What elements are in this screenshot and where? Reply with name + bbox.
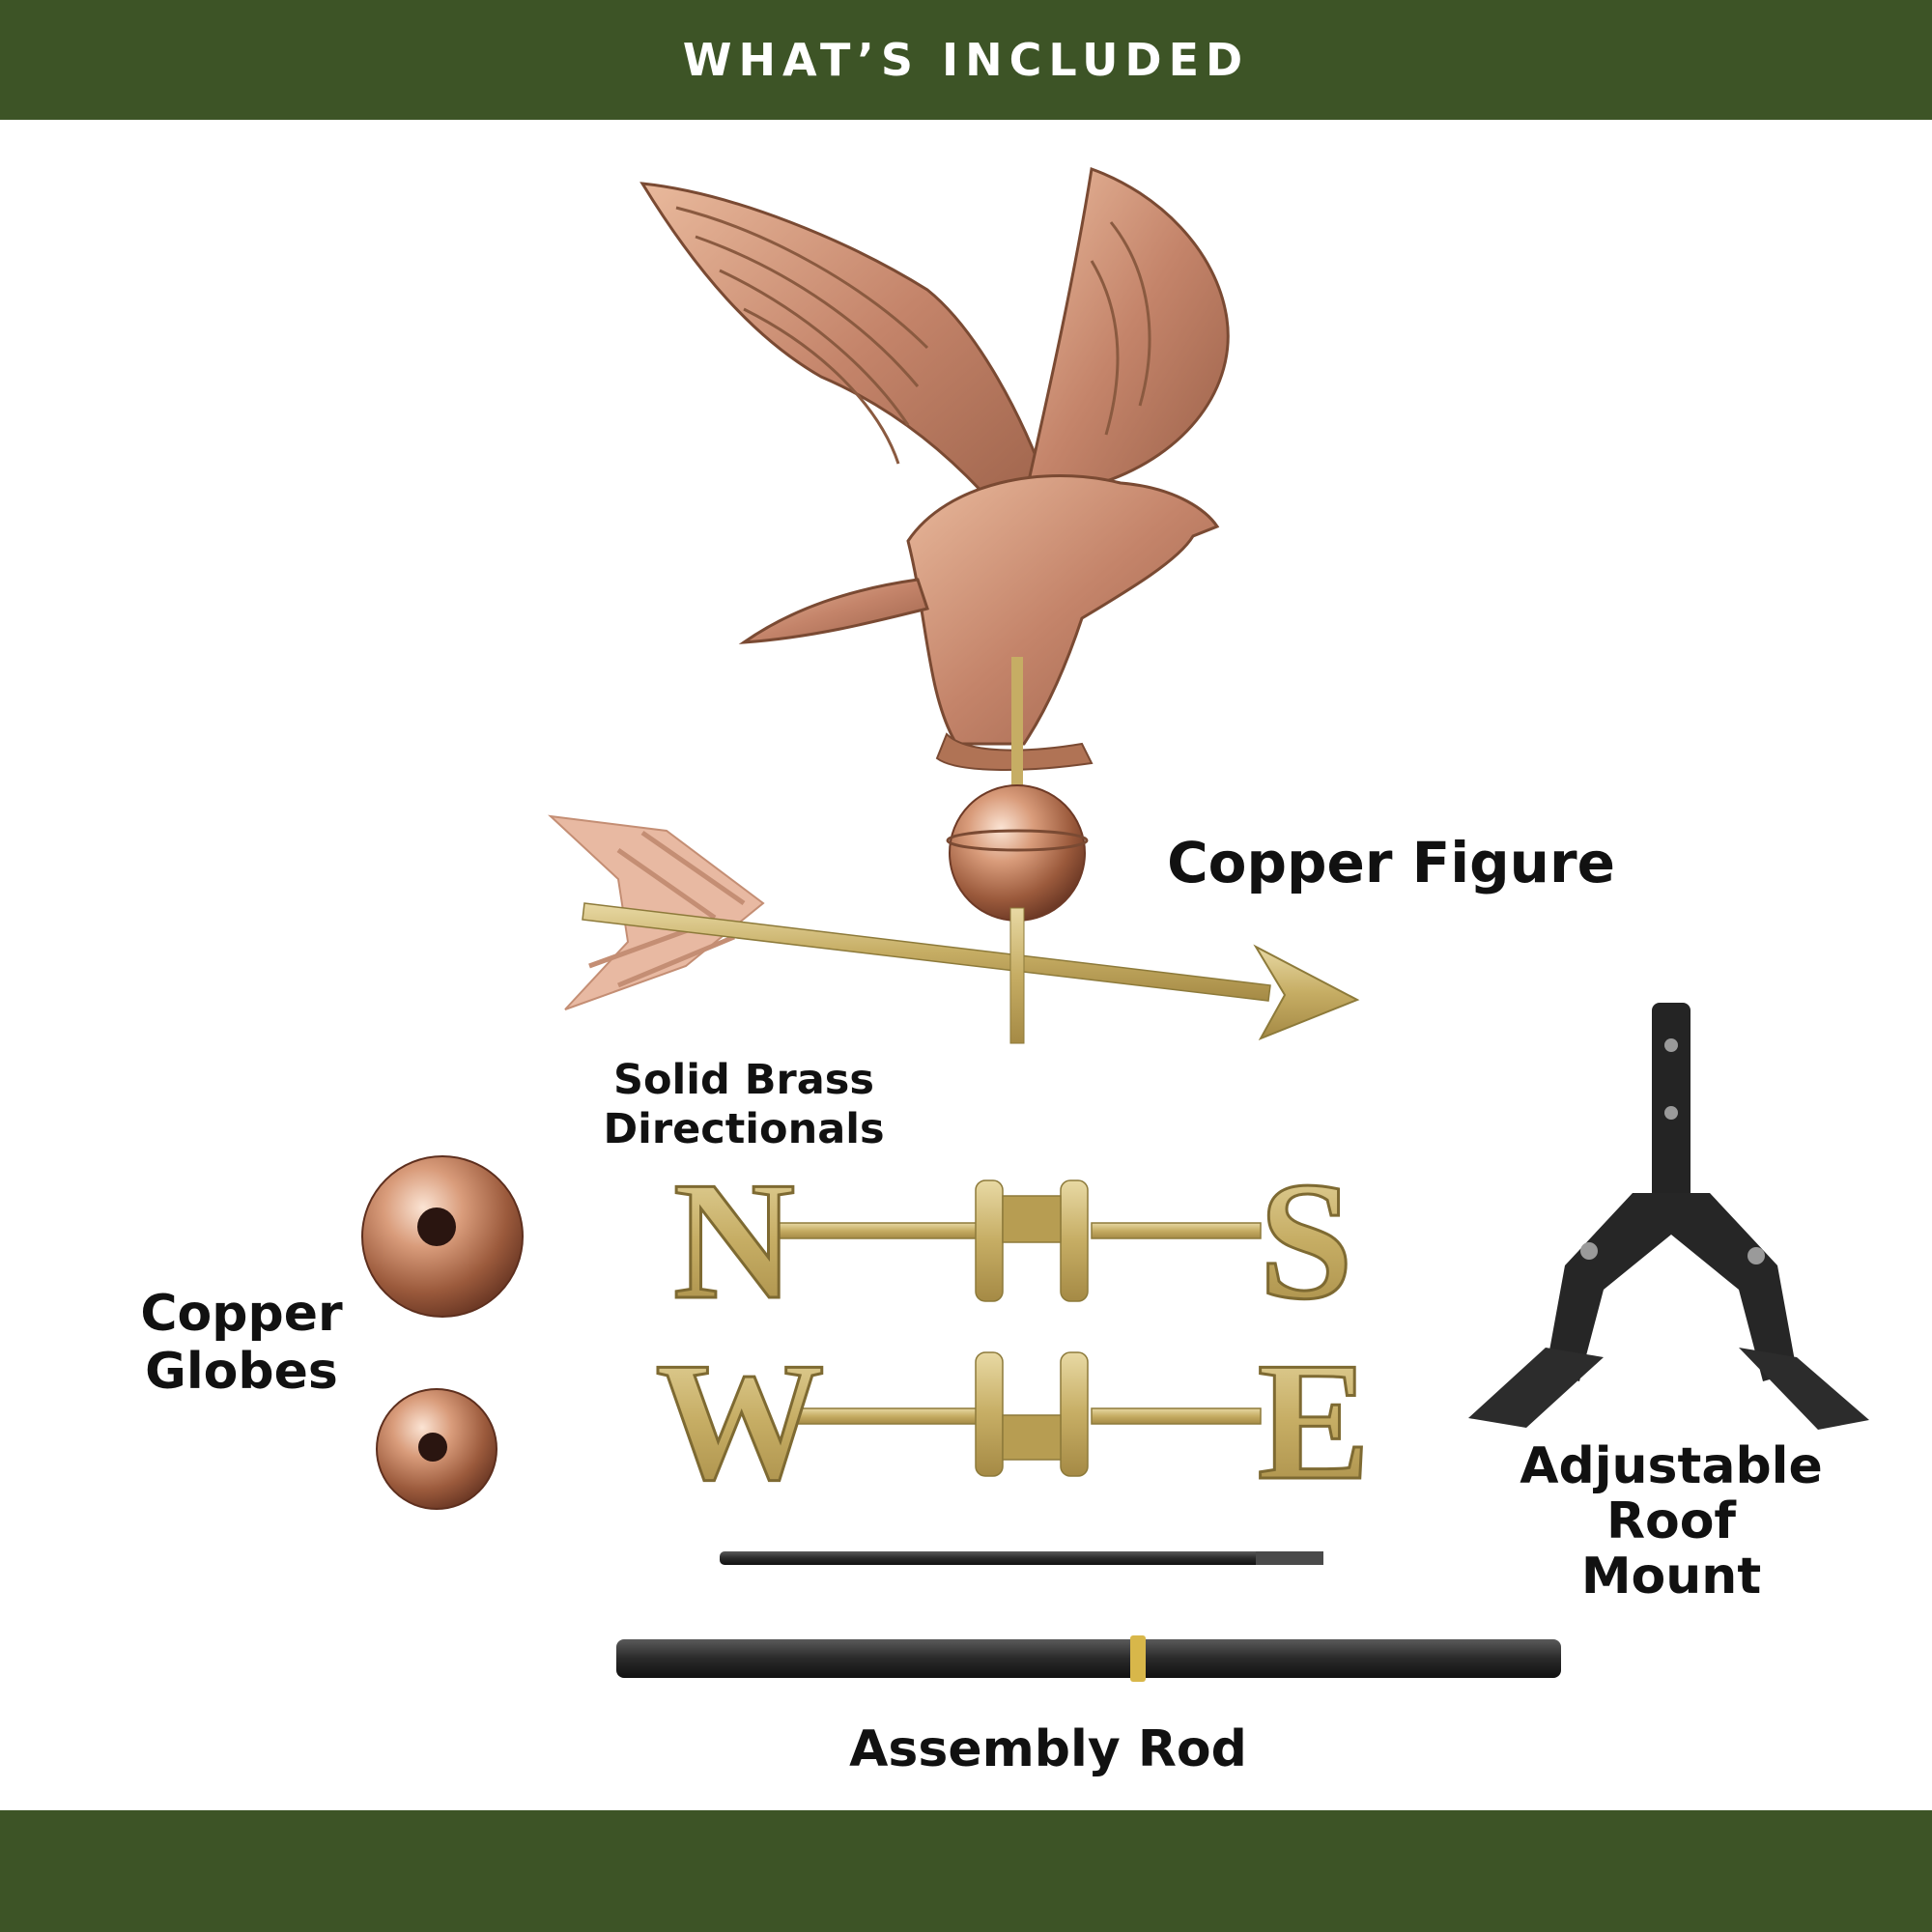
- letter-north: N: [673, 1147, 795, 1334]
- label-solid-brass-directionals: Solid Brass Directionals: [580, 1056, 908, 1153]
- label-assembly-rod: Assembly Rod: [849, 1720, 1247, 1778]
- letter-south: S: [1259, 1147, 1352, 1334]
- copper-ball-vane: [946, 784, 1089, 922]
- copper-globe-small: [376, 1388, 497, 1510]
- letter-east: E: [1258, 1327, 1371, 1515]
- copper-eagle-figure: [639, 166, 1230, 811]
- label-copper-figure: Copper Figure: [1167, 830, 1615, 895]
- label-solid-brass-line2: Directionals: [603, 1104, 885, 1153]
- assembly-rod-short: [720, 1551, 1323, 1565]
- header-title: WHAT’S INCLUDED: [682, 34, 1250, 86]
- copper-arrow: [548, 814, 1360, 1044]
- label-roof-mount-line3: Mount: [1580, 1548, 1762, 1606]
- letter-west: W: [656, 1327, 825, 1515]
- label-solid-brass-line1: Solid Brass: [613, 1056, 874, 1104]
- adjustable-roof-mount: [1468, 1003, 1869, 1430]
- label-roof-mount-line2: Roof: [1605, 1492, 1737, 1551]
- copper-globe-large: [361, 1155, 524, 1318]
- header-band: [0, 0, 1932, 120]
- footer-band: [0, 1810, 1932, 1932]
- label-roof-mount-line1: Adjustable: [1520, 1437, 1823, 1495]
- label-copper-globes: Copper Globes: [116, 1285, 367, 1402]
- directional-west-east: W E: [654, 1326, 1372, 1517]
- label-copper-globes-line2: Globes: [145, 1343, 338, 1402]
- assembly-rod-long: [616, 1635, 1561, 1682]
- label-adjustable-roof-mount: Adjustable Roof Mount: [1488, 1437, 1855, 1606]
- label-copper-globes-line1: Copper: [140, 1285, 343, 1343]
- directional-north-south: N S: [671, 1146, 1354, 1336]
